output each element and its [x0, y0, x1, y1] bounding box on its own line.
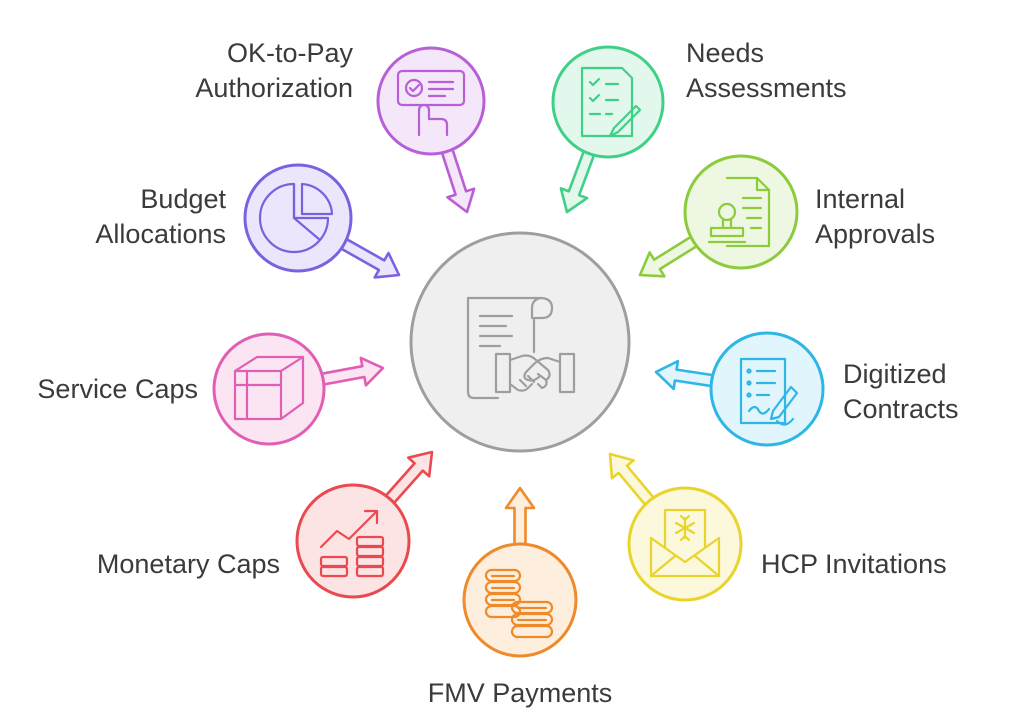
node-digitized-contracts: [654, 331, 825, 447]
needs-assessments-label-line: Needs: [686, 38, 765, 68]
node-budget-allocations: [243, 163, 401, 279]
needs-assessments-circle: [551, 45, 665, 159]
internal-approvals-label-line: Internal: [815, 184, 906, 214]
monetary-caps-label-line: Monetary Caps: [96, 549, 280, 579]
needs-assessments-label-line: Assessments: [686, 73, 847, 103]
hub-circle: [409, 231, 631, 453]
node-monetary-caps: [295, 450, 434, 599]
budget-allocations-label-line: Budget: [140, 184, 226, 214]
envelope-invitation-icon: [649, 508, 721, 578]
hcp-invitations-label-line: HCP Invitations: [761, 549, 947, 579]
node-needs-assessments: [551, 45, 665, 214]
monetary-caps-circle: [295, 483, 411, 599]
node-fmv-payments: [462, 486, 578, 658]
signing-document-icon: [739, 357, 799, 426]
node-service-caps: [212, 332, 385, 446]
internal-approvals-circle: [683, 154, 799, 270]
digitized-contracts-label-line: Contracts: [843, 394, 959, 424]
stamp-document-icon: [707, 176, 771, 248]
hcp-invitations-label: HCP Invitations: [761, 547, 1001, 582]
fmv-payments-label-line: FMV Payments: [427, 678, 613, 708]
ok-to-pay-label-line: Authorization: [195, 73, 353, 103]
node-hcp-invitations: [608, 452, 743, 602]
service-caps-label: Service Caps: [0, 372, 198, 407]
service-caps-label-line: Service Caps: [37, 374, 198, 404]
checklist-pencil-icon: [580, 66, 642, 138]
internal-approvals-label-line: Approvals: [815, 219, 936, 249]
service-caps-circle: [212, 332, 326, 446]
monetary-caps-label: Monetary Caps: [30, 547, 280, 582]
hcp-invitations-circle: [627, 486, 743, 602]
ok-to-pay-label-line: OK-to-Pay: [226, 38, 353, 68]
ok-to-pay-circle: [376, 46, 486, 156]
rising-coins-icon: [319, 509, 385, 578]
cube-icon: [233, 355, 305, 421]
screen-touch-check-icon: [396, 69, 466, 137]
contract-handshake-icon: [466, 296, 576, 400]
budget-allocations-label-line: Allocations: [95, 219, 226, 249]
node-internal-approvals: [638, 154, 799, 278]
fmv-payments-label: FMV Payments: [380, 676, 660, 711]
pie-chart-icon: [258, 182, 334, 254]
node-ok-to-pay: [376, 46, 486, 214]
digitized-contracts-circle: [709, 331, 825, 447]
digitized-contracts-label-line: Digitized: [843, 359, 947, 389]
coin-stacks-icon: [484, 568, 554, 639]
